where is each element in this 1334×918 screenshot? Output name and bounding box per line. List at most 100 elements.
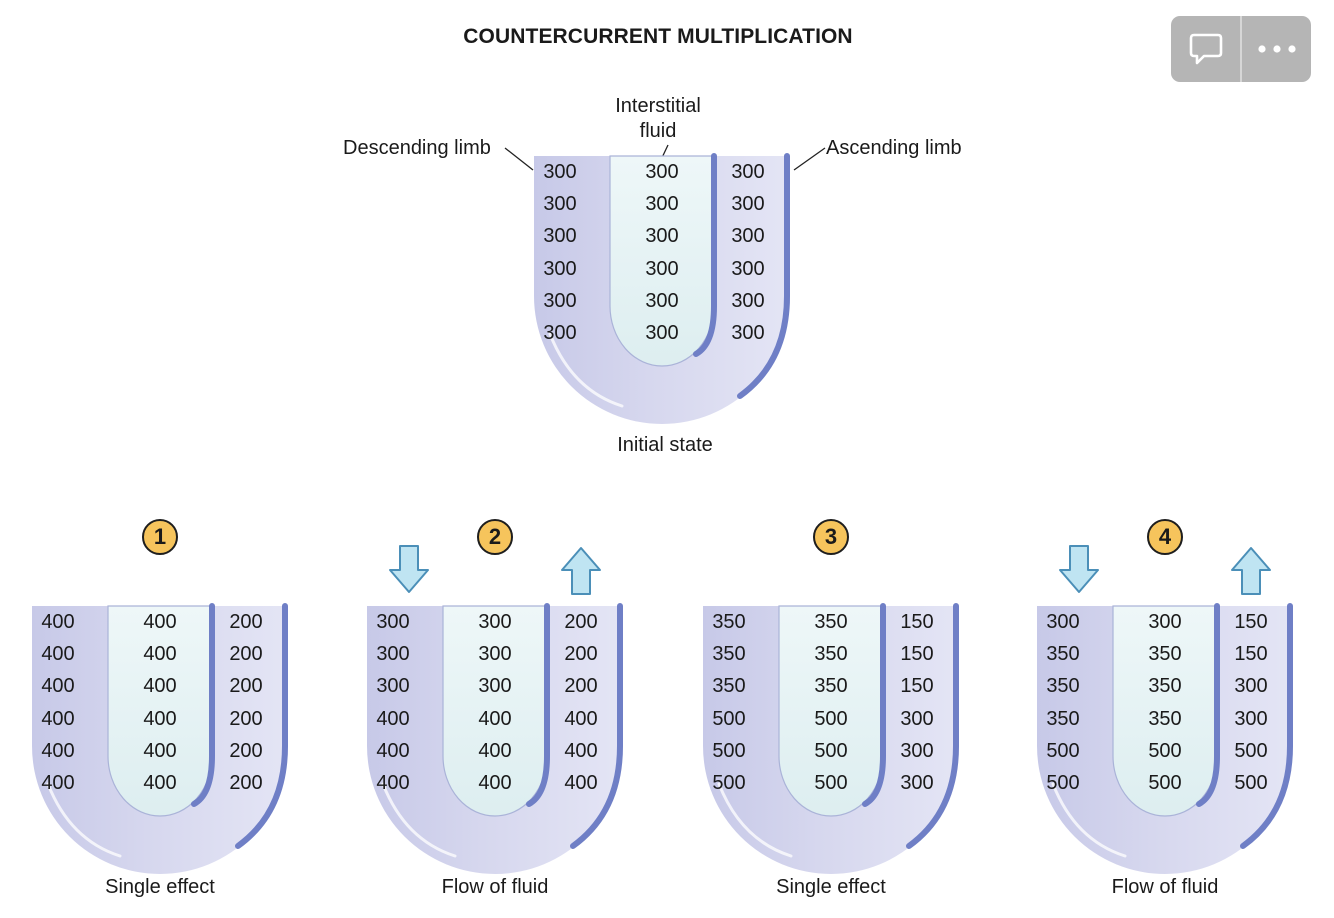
interstitial-label-line2: fluid [639, 120, 677, 142]
descending-value: 300 [1046, 611, 1080, 633]
descending-value: 350 [1046, 643, 1080, 666]
descending-value: 400 [376, 739, 410, 762]
ascending-value: 300 [900, 771, 934, 794]
descending-value: 300 [543, 161, 577, 183]
interstitial-value: 500 [814, 771, 848, 794]
ascending-value: 300 [731, 289, 765, 312]
descending-value: 350 [712, 611, 746, 633]
interstitial-value: 300 [645, 321, 679, 344]
ascending-value: 200 [564, 611, 598, 633]
descending-value: 300 [543, 193, 577, 216]
descending-value: 300 [376, 611, 410, 633]
ascending-value: 500 [1234, 739, 1268, 762]
descending-limb-label: Descending limb [343, 137, 491, 159]
step-4-diagram-tube [1037, 603, 1293, 874]
ascending-value: 200 [229, 675, 263, 698]
step-2-diagram-tube [367, 603, 623, 874]
descending-value: 500 [712, 707, 746, 730]
descending-value: 400 [41, 611, 75, 633]
ascending-value: 300 [731, 225, 765, 248]
interstitial-value: 350 [814, 643, 848, 666]
descending-column: 400 400 400 400 400 400 [28, 606, 88, 799]
descending-value: 400 [41, 707, 75, 730]
interstitial-value: 350 [1148, 675, 1182, 698]
ascending-value: 300 [900, 739, 934, 762]
descending-value: 300 [543, 289, 577, 312]
ascending-value: 150 [900, 675, 934, 698]
interstitial-value: 400 [478, 739, 512, 762]
ascending-value: 200 [564, 643, 598, 666]
step-4-badge: 4 [1147, 519, 1183, 555]
interstitial-value: 300 [645, 225, 679, 248]
ascending-value: 300 [1234, 707, 1268, 730]
ascending-value: 150 [900, 611, 934, 633]
descending-value: 400 [41, 643, 75, 666]
interstitial-value: 500 [814, 739, 848, 762]
ascending-value: 200 [229, 611, 263, 633]
descending-value: 500 [712, 739, 746, 762]
descending-value: 400 [41, 739, 75, 762]
descending-value: 400 [41, 675, 75, 698]
descending-value: 300 [376, 675, 410, 698]
interstitial-value: 400 [143, 771, 177, 794]
descending-value: 300 [543, 257, 577, 280]
interstitial-value: 350 [1148, 643, 1182, 666]
interstitial-value: 300 [478, 611, 512, 633]
interstitial-value: 400 [143, 643, 177, 666]
interstitial-value: 500 [1148, 771, 1182, 794]
interstitial-value: 500 [1148, 739, 1182, 762]
ascending-value: 150 [1234, 611, 1268, 633]
ascending-value: 400 [564, 771, 598, 794]
step-3-caption: Single effect [776, 876, 886, 898]
step-1-diagram-tube [32, 603, 288, 874]
comment-button[interactable] [1171, 16, 1240, 82]
step-2-badge: 2 [477, 519, 513, 555]
step-1-badge: 1 [142, 519, 178, 555]
interstitial-value: 300 [645, 289, 679, 312]
interstitial-column: 350 350 350 500 500 500 [801, 606, 861, 799]
descending-value: 350 [1046, 707, 1080, 730]
step-3-diagram-tube [703, 603, 959, 874]
step-4-up-arrow-icon [1231, 547, 1271, 595]
interstitial-value: 300 [478, 643, 512, 666]
initial-state-caption: Initial state [617, 434, 713, 456]
descending-value: 400 [376, 771, 410, 794]
descending-value: 500 [1046, 739, 1080, 762]
ascending-value: 200 [229, 643, 263, 666]
interstitial-value: 400 [143, 675, 177, 698]
ascending-value: 150 [1234, 643, 1268, 666]
interstitial-value: 350 [814, 611, 848, 633]
descending-value: 400 [41, 771, 75, 794]
ascending-value: 500 [1234, 771, 1268, 794]
interstitial-value: 400 [143, 739, 177, 762]
interstitial-value: 350 [814, 675, 848, 698]
interstitial-label-line1: Interstitial [615, 95, 701, 117]
descending-value: 400 [376, 707, 410, 730]
descending-value: 500 [712, 771, 746, 794]
more-button[interactable] [1240, 16, 1311, 82]
ascending-value: 200 [229, 771, 263, 794]
ascending-value: 300 [731, 321, 765, 344]
ascending-value: 150 [900, 643, 934, 666]
initial-state-diagram-tube [534, 153, 790, 424]
ascending-value: 200 [229, 707, 263, 730]
ascending-value: 300 [1234, 675, 1268, 698]
ascending-value: 300 [731, 161, 765, 183]
interstitial-value: 500 [814, 707, 848, 730]
step-4-caption: Flow of fluid [1111, 876, 1219, 898]
descending-value: 300 [543, 321, 577, 344]
ascending-value: 300 [731, 257, 765, 280]
